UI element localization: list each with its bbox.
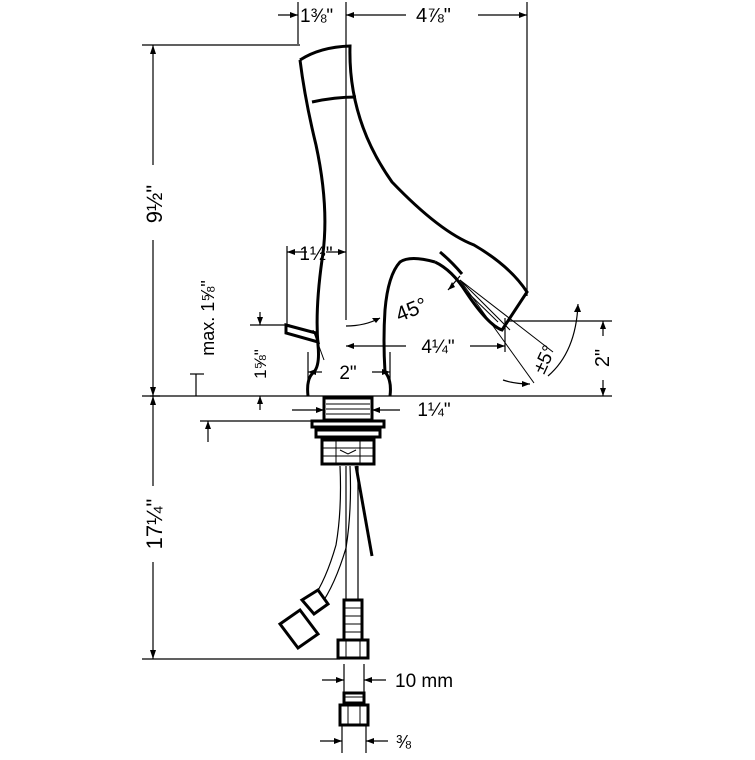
dimension-lines <box>142 2 612 753</box>
dim-below-height: 17¼" <box>142 499 167 550</box>
dim-hose-diameter: 10 mm <box>395 671 453 692</box>
dim-total-height: 9½" <box>142 185 167 223</box>
dim-handle-offset: 1½" <box>299 244 332 265</box>
dim-spout-angle: 45° <box>393 293 431 326</box>
faucet-body <box>284 44 529 397</box>
dim-max-plate: max. 1⅝" <box>198 280 218 355</box>
dim-shank-diameter: 1¼" <box>417 400 450 421</box>
dim-base-width: 2" <box>339 363 356 384</box>
dim-spout-height: 2" <box>592 349 614 367</box>
dim-top-reach: 4⅞" <box>416 5 451 27</box>
dim-fitting: ⅜ <box>396 732 412 752</box>
dim-spout-reach: 4¼" <box>421 337 454 358</box>
shank-assembly <box>310 396 386 466</box>
dim-top-offset: 1⅜" <box>300 6 333 27</box>
dim-tilt: ±5° <box>529 342 560 377</box>
dim-lever-height: 1⅝" <box>251 349 270 379</box>
supply-hoses <box>277 465 374 660</box>
fitting-detail <box>338 691 370 727</box>
